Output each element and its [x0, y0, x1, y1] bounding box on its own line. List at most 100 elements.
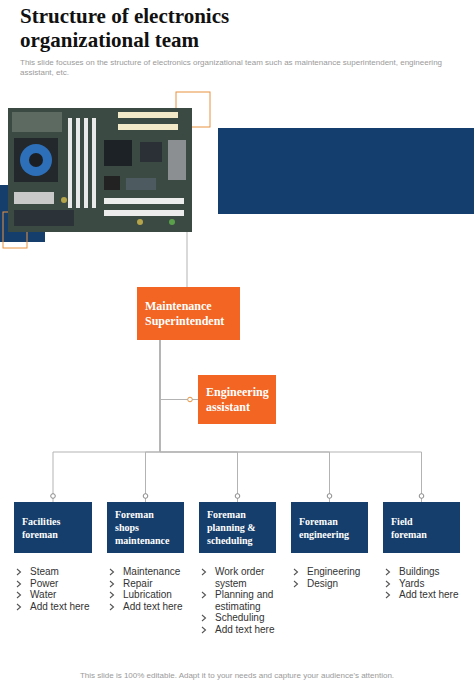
bullet-item: Water: [16, 589, 102, 601]
joint-dot: [188, 397, 193, 402]
bullet-chevron: [386, 569, 390, 575]
bullet-item: Add text here: [16, 601, 102, 613]
bullet-text: Power: [30, 578, 96, 590]
team-box: Foreman engineering: [291, 502, 368, 553]
bullet-chevron: [202, 592, 206, 598]
role-box: Engineering assistant: [198, 375, 276, 424]
bullet-chevron: [385, 568, 391, 576]
bullet-chevron: [202, 627, 206, 633]
bullet-chevron: [294, 581, 298, 587]
box-label: Maintenance Superintendent: [145, 299, 236, 329]
bullet-list: BuildingsYardsAdd text here: [385, 566, 471, 601]
bullet-list: SteamPowerWaterAdd text here: [16, 566, 102, 612]
bullet-text: Scheduling: [215, 612, 281, 624]
bullet-item: Steam: [16, 566, 102, 578]
bullet-chevron: [293, 568, 299, 576]
bullet-text: Repair: [123, 578, 189, 590]
team-box: Facilities foreman: [14, 502, 92, 553]
joint-dot: [143, 494, 148, 499]
bullet-item: Add text here: [385, 589, 471, 601]
footer-note: This slide is 100% editable. Adapt it to…: [0, 671, 474, 680]
bullet-chevron: [202, 615, 206, 621]
leader-line: [187, 232, 188, 287]
bullet-text: Buildings: [399, 566, 465, 578]
bullet-chevron: [110, 592, 114, 598]
connector: [143, 340, 160, 502]
bullet-text: Add text here: [399, 589, 465, 601]
bullet-chevron: [201, 591, 207, 599]
bullet-text: Engineering: [307, 566, 373, 578]
bullet-item: Design: [293, 578, 379, 590]
bullet-chevron: [293, 580, 299, 588]
bullet-text: Yards: [399, 578, 465, 590]
bullet-text: Add text here: [30, 601, 96, 613]
connector: [51, 340, 160, 502]
banner-block: [218, 128, 474, 214]
bullet-chevron: [17, 592, 21, 598]
bullet-chevron: [110, 581, 114, 587]
bullet-chevron: [16, 580, 22, 588]
bullet-item: Buildings: [385, 566, 471, 578]
bullet-chevron: [201, 626, 207, 634]
bullet-list: Work order systemPlanning and estimating…: [201, 566, 287, 635]
joint-dot: [419, 494, 424, 499]
bullet-item: Power: [16, 578, 102, 590]
bullet-chevron: [386, 592, 390, 598]
bullet-text: Steam: [30, 566, 96, 578]
connector-line: [160, 340, 198, 400]
bullet-chevron: [386, 581, 390, 587]
bullet-item: Add text here: [109, 601, 195, 613]
bullet-text: Add text here: [123, 601, 189, 613]
bullet-item: Add text here: [201, 624, 287, 636]
bullet-chevron: [294, 569, 298, 575]
bullet-item: Scheduling: [201, 612, 287, 624]
bullet-chevron: [17, 569, 21, 575]
box-label: Foreman planning & scheduling: [207, 508, 269, 547]
bullet-text: Add text here: [215, 624, 281, 636]
connector-line: [146, 340, 161, 502]
bullet-text: Water: [30, 589, 96, 601]
bullet-chevron: [109, 580, 115, 588]
connector: [160, 340, 198, 402]
team-box: Foreman shops maintenance: [107, 502, 184, 553]
joint-dot: [235, 494, 240, 499]
motherboard-photo: [8, 108, 192, 232]
bullet-item: Planning and estimating: [201, 589, 287, 612]
role-box: Maintenance Superintendent: [137, 287, 240, 340]
bullet-chevron: [16, 568, 22, 576]
slide-title: Structure of electronics organizational …: [20, 4, 350, 52]
bullet-item: Yards: [385, 578, 471, 590]
bullet-text: Planning and estimating: [215, 589, 281, 612]
bullet-chevron: [109, 591, 115, 599]
team-box: Field foreman: [383, 502, 460, 553]
bullet-chevron: [202, 569, 206, 575]
box-label: Field foreman: [391, 515, 441, 541]
connector-line: [160, 340, 422, 502]
joint-dot: [51, 494, 56, 499]
bullet-chevron: [385, 591, 391, 599]
bullet-list: EngineeringDesign: [293, 566, 379, 589]
bullet-chevron: [385, 580, 391, 588]
bullet-chevron: [201, 614, 207, 622]
box-label: Facilities foreman: [22, 515, 82, 541]
box-label: Foreman engineering: [299, 515, 361, 541]
bullet-list: MaintenanceRepairLubricationAdd text her…: [109, 566, 195, 612]
bullet-chevron: [110, 569, 114, 575]
bullet-chevron: [16, 591, 22, 599]
bullet-text: Work order system: [215, 566, 281, 589]
bullet-text: Design: [307, 578, 373, 590]
bullet-item: Work order system: [201, 566, 287, 589]
bullet-chevron: [201, 568, 207, 576]
connector-line: [160, 340, 330, 502]
bullet-item: Engineering: [293, 566, 379, 578]
bullet-item: Lubrication: [109, 589, 195, 601]
joint-dot: [327, 494, 332, 499]
box-label: Foreman shops maintenance: [115, 508, 177, 547]
team-box: Foreman planning & scheduling: [199, 502, 276, 553]
bullet-chevron: [17, 581, 21, 587]
bullet-chevron: [16, 603, 22, 611]
bullet-item: Repair: [109, 578, 195, 590]
bullet-chevron: [17, 604, 21, 610]
bullet-text: Maintenance: [123, 566, 189, 578]
bullet-chevron: [109, 568, 115, 576]
